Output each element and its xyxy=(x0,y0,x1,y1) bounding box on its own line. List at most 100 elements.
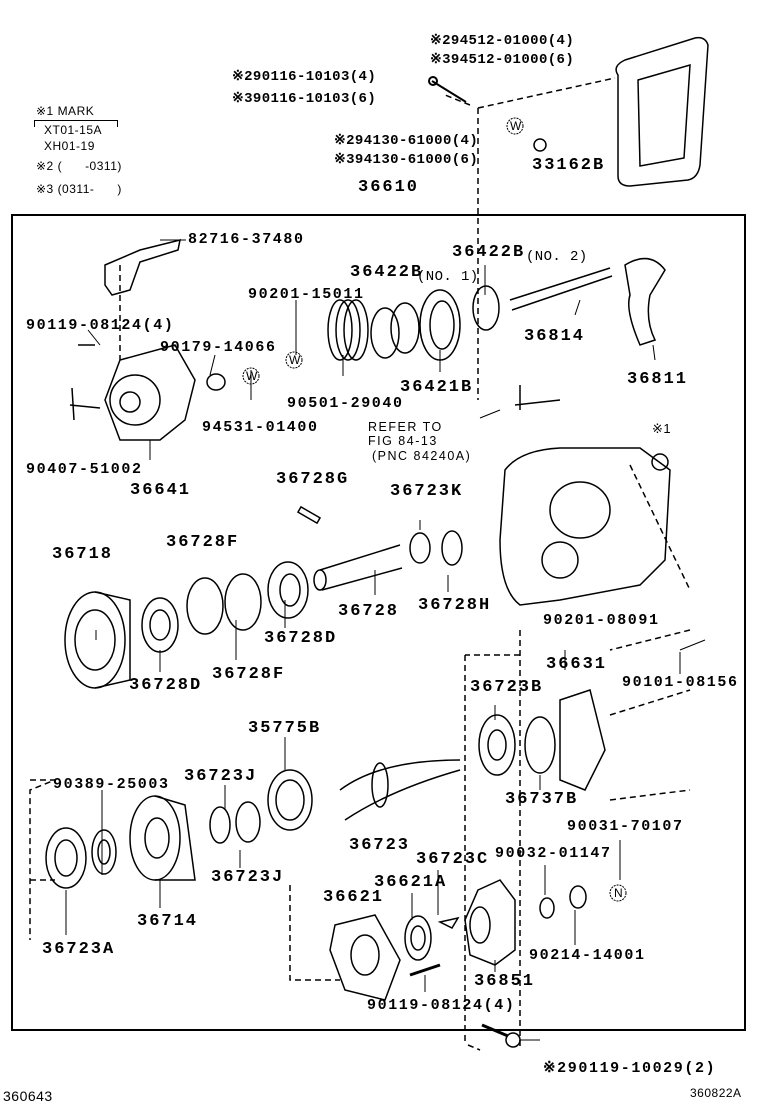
w-symbol-circle xyxy=(506,117,524,135)
pin-90407 xyxy=(69,387,101,421)
part-label[interactable]: ※290119-10029(2) xyxy=(543,1060,717,1077)
part-label[interactable]: 35775B xyxy=(248,719,322,738)
part-label[interactable]: 36728F xyxy=(212,665,286,684)
part-label[interactable]: 36723A xyxy=(42,940,116,959)
refer-line[interactable]: FIG 84-13 xyxy=(368,434,438,448)
part-label[interactable]: 36610 xyxy=(358,178,420,197)
mark-value: XT01-15A xyxy=(44,123,103,137)
part-label[interactable]: 33162B xyxy=(532,156,606,175)
seal-36621a xyxy=(404,915,432,961)
bushing-36422b-no2 xyxy=(472,285,500,331)
gear-36714 xyxy=(129,795,196,881)
part-label[interactable]: 36641 xyxy=(130,481,192,500)
snap-ring-36728f-a xyxy=(186,577,224,635)
part-label[interactable]: 36723J xyxy=(184,767,258,786)
part-label[interactable]: 90201-08091 xyxy=(543,612,660,629)
washer-symbol-w: W xyxy=(510,119,522,133)
nut-symbol-n: N xyxy=(614,886,624,900)
part-label[interactable]: 36718 xyxy=(52,545,114,564)
part-label[interactable]: 36621 xyxy=(323,888,385,907)
mark-title: ※1 MARK xyxy=(36,104,95,118)
part-label[interactable]: 90119-08124(4) xyxy=(26,317,175,334)
part-label[interactable]: 36723J xyxy=(211,868,285,887)
part-label[interactable]: 36851 xyxy=(474,972,536,991)
shaft-36723 xyxy=(339,759,461,821)
seal-36723k xyxy=(409,532,431,564)
washer-90214 xyxy=(569,885,587,909)
part-label[interactable]: 36422B xyxy=(452,243,526,262)
bearing-36723a xyxy=(45,827,87,889)
shim-36737b xyxy=(524,716,556,774)
note-2: ※2 ( -0311) xyxy=(36,159,122,173)
part-label[interactable]: 36728D xyxy=(129,676,203,695)
part-label[interactable]: 90032-01147 xyxy=(495,845,612,862)
part-label[interactable]: ※394512-01000(6) xyxy=(430,52,575,68)
part-label[interactable]: 36728H xyxy=(418,596,492,615)
part-label[interactable]: 36814 xyxy=(524,327,586,346)
retainer-36621 xyxy=(329,914,401,1001)
part-label[interactable]: 90101-08156 xyxy=(622,674,739,691)
washer-90032 xyxy=(539,897,555,919)
part-label[interactable]: 36714 xyxy=(137,912,199,931)
part-label[interactable]: 36723C xyxy=(416,850,490,869)
part-label[interactable]: 90201-15011 xyxy=(248,286,365,303)
part-label[interactable]: 36728F xyxy=(166,533,240,552)
part-label[interactable]: 36723B xyxy=(470,678,544,697)
pin-36728g xyxy=(296,505,322,525)
bearing-36728d-b xyxy=(267,561,309,619)
part-label[interactable]: ※390116-10103(6) xyxy=(232,91,377,107)
seal-36421b xyxy=(419,289,461,361)
part-label[interactable]: 36811 xyxy=(627,370,689,389)
part-label[interactable]: 90214-14001 xyxy=(529,947,646,964)
cover-36851 xyxy=(464,879,516,966)
dashed-lines xyxy=(29,77,691,1051)
bearing-36723b xyxy=(478,714,516,776)
gasket-33162b xyxy=(615,36,709,187)
lever-82716 xyxy=(104,238,181,296)
stud-bolt xyxy=(428,76,467,103)
part-note: (NO. 1) xyxy=(417,269,479,285)
mark-value: XH01-19 xyxy=(44,139,95,153)
part-label[interactable]: ※294512-01000(4) xyxy=(430,33,575,49)
bolt-90119-10029 xyxy=(481,1023,509,1038)
bushing-36422b-no1 xyxy=(370,302,420,359)
washer-symbol-w: W xyxy=(289,353,301,367)
part-label[interactable]: ※394130-61000(6) xyxy=(334,152,479,168)
shaft-36814 xyxy=(509,267,613,311)
part-label[interactable]: 36728D xyxy=(264,629,338,648)
part-label[interactable]: 36737B xyxy=(505,790,579,809)
part-label[interactable]: 36723 xyxy=(349,836,411,855)
part-note: (NO. 2) xyxy=(526,249,588,265)
mark-bracket xyxy=(34,120,118,127)
part-label[interactable]: 36728G xyxy=(276,470,350,489)
w-symbol-circle xyxy=(242,367,260,385)
part-label[interactable]: 36421B xyxy=(400,378,474,397)
part-label[interactable]: 94531-01400 xyxy=(202,419,319,436)
part-label[interactable]: ※290116-10103(4) xyxy=(232,69,377,85)
part-label[interactable]: 36728 xyxy=(338,602,400,621)
switch xyxy=(514,385,561,410)
nut-90179 xyxy=(206,373,226,391)
seal-90389 xyxy=(91,829,117,875)
figure-id-right: 360822A xyxy=(690,1086,742,1100)
part-label[interactable]: 90179-14066 xyxy=(160,339,277,356)
part-label[interactable]: 82716-37480 xyxy=(188,231,305,248)
part-label[interactable]: 36422B xyxy=(350,263,424,282)
assembly-frame xyxy=(11,214,746,1031)
washer-symbol-w: W xyxy=(246,369,258,383)
part-label[interactable]: 36621A xyxy=(374,873,448,892)
w-symbol-group xyxy=(242,117,627,902)
part-label[interactable]: 90031-70107 xyxy=(567,818,684,835)
part-label[interactable]: 90501-29040 xyxy=(287,395,404,412)
key-36723c xyxy=(437,916,460,929)
mark-1-ref: ※1 xyxy=(652,421,672,436)
refer-line: (PNC 84240A) xyxy=(372,449,472,463)
part-label[interactable]: 36631 xyxy=(546,655,608,674)
part-label[interactable]: 90389-25003 xyxy=(53,776,170,793)
part-label[interactable]: 90119-08124(4) xyxy=(367,997,516,1014)
part-label[interactable]: 90407-51002 xyxy=(26,461,143,478)
part-label[interactable]: 36723K xyxy=(390,482,464,501)
part-label[interactable]: ※294130-61000(4) xyxy=(334,133,479,149)
fork-36811 xyxy=(624,257,666,346)
washer-36728h xyxy=(441,530,463,566)
